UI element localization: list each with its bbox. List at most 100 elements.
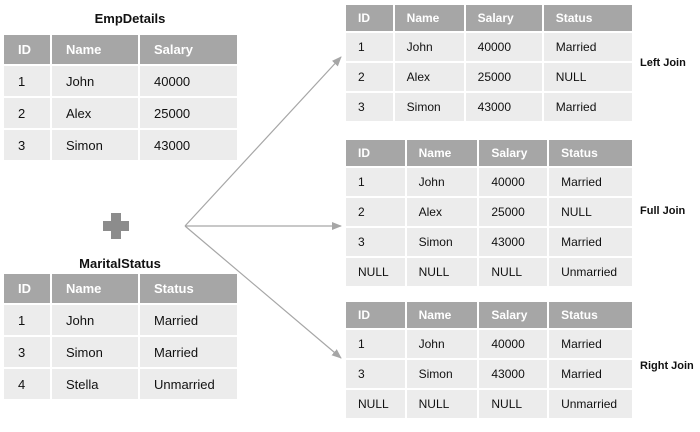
table-row: NULL NULL NULL Unmarried [346,258,632,286]
table-cell: 2 [346,198,405,226]
table-cell: NULL [549,198,632,226]
column-header: Salary [479,302,548,328]
table-header-row: ID Name Salary Status [346,140,632,166]
left-join-label: Left Join [640,57,686,69]
table-cell: NULL [543,63,632,91]
table-cell: 25000 [479,198,548,226]
column-header: Status [543,5,632,31]
table-row: 1 John 40000 Married [346,330,632,358]
table-cell: Simon [52,130,138,160]
table-cell: 43000 [140,130,237,160]
table-row: 2 Alex 25000 NULL [346,198,632,226]
table-cell: 43000 [479,228,548,256]
table-cell: Married [549,228,632,256]
table-cell: 1 [346,168,405,196]
table-cell: Married [549,168,632,196]
table-header-row: ID Name Salary [4,35,237,64]
table-cell: 3 [4,337,50,367]
table-row: 3 Simon 43000 Married [346,228,632,256]
right-join-label: Right Join [640,360,694,372]
column-header: Name [52,274,138,303]
arrow-right-join [184,225,342,359]
table-cell: Unmarried [549,258,632,286]
table-row: 4 Stella Unmarried [4,369,237,399]
marital-status-title: MaritalStatus [79,256,161,271]
table-cell: Married [140,337,237,367]
table-cell: Married [543,33,632,61]
table-row: 1 John 40000 Married [346,33,632,61]
table-row: 1 John 40000 [4,66,237,96]
table-cell: Unmarried [140,369,237,399]
table-cell: Alex [394,63,464,91]
column-header: Salary [140,35,237,64]
table-cell: Married [549,360,632,388]
table-header-row: ID Name Salary Status [346,5,632,31]
table-cell: Simon [406,360,478,388]
table-row: 3 Simon Married [4,337,237,367]
table-cell: 25000 [465,63,542,91]
table-row: 3 Simon 43000 [4,130,237,160]
right-join-table: ID Name Salary Status 1 John 40000 Marri… [344,300,634,420]
table-row: 1 John Married [4,305,237,335]
table-cell: 1 [346,330,405,358]
column-header: ID [346,302,405,328]
column-header: Name [52,35,138,64]
table-row: 3 Simon 43000 Married [346,93,632,121]
table-cell: 40000 [479,168,548,196]
table-cell: Married [140,305,237,335]
table-cell: 40000 [465,33,542,61]
emp-details-table: ID Name Salary 1 John 40000 2 Alex 25000… [2,33,239,162]
table-cell: NULL [346,390,405,418]
column-header: Status [549,302,632,328]
table-cell: Simon [52,337,138,367]
arrow-left-join [184,56,342,227]
table-cell: John [52,66,138,96]
marital-status-table: ID Name Status 1 John Married 3 Simon Ma… [2,272,239,401]
table-cell: 1 [4,305,50,335]
column-header: ID [346,140,405,166]
table-cell: NULL [346,258,405,286]
table-cell: NULL [406,390,478,418]
table-cell: 40000 [140,66,237,96]
column-header: Name [406,302,478,328]
table-cell: 2 [346,63,393,91]
table-cell: John [52,305,138,335]
plus-icon [103,213,129,239]
table-row: 2 Alex 25000 [4,98,237,128]
left-join-table: ID Name Salary Status 1 John 40000 Marri… [344,3,634,123]
column-header: Status [549,140,632,166]
column-header: ID [4,274,50,303]
column-header: ID [4,35,50,64]
table-cell: 43000 [479,360,548,388]
table-row: NULL NULL NULL Unmarried [346,390,632,418]
column-header: Status [140,274,237,303]
table-header-row: ID Name Salary Status [346,302,632,328]
table-cell: NULL [406,258,478,286]
table-cell: Simon [406,228,478,256]
table-cell: 1 [4,66,50,96]
table-row: 2 Alex 25000 NULL [346,63,632,91]
table-cell: 1 [346,33,393,61]
table-cell: 2 [4,98,50,128]
table-cell: 25000 [140,98,237,128]
table-cell: Stella [52,369,138,399]
table-cell: John [394,33,464,61]
table-cell: Alex [52,98,138,128]
table-cell: Simon [394,93,464,121]
table-cell: John [406,330,478,358]
table-row: 1 John 40000 Married [346,168,632,196]
table-cell: 43000 [465,93,542,121]
table-cell: NULL [479,390,548,418]
table-cell: 40000 [479,330,548,358]
emp-details-title: EmpDetails [94,11,166,26]
table-cell: Married [543,93,632,121]
column-header: Salary [479,140,548,166]
table-cell: John [406,168,478,196]
full-join-label: Full Join [640,205,686,217]
table-cell: 3 [346,360,405,388]
table-cell: 3 [346,228,405,256]
full-join-table: ID Name Salary Status 1 John 40000 Marri… [344,138,634,288]
table-cell: Unmarried [549,390,632,418]
table-cell: Married [549,330,632,358]
